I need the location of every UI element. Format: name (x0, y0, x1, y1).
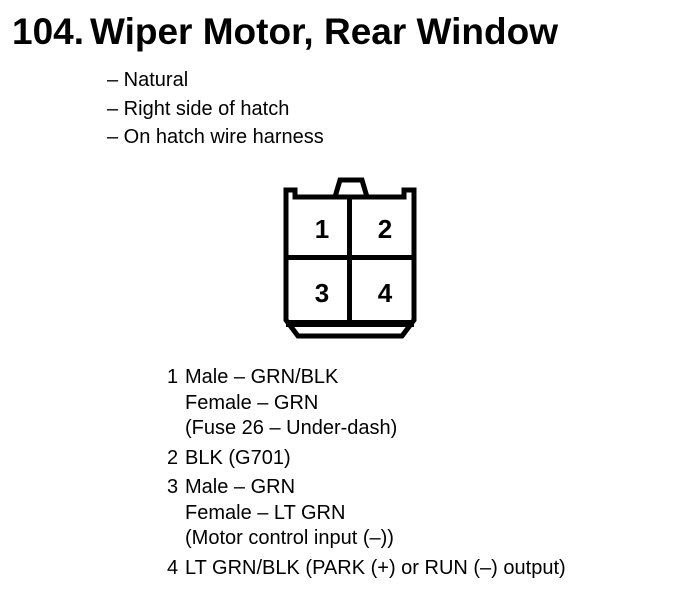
pin-lines: BLK (G701) (185, 446, 291, 472)
page-title: 104. Wiper Motor, Rear Window (12, 11, 559, 53)
pin-line: LT GRN/BLK (PARK (+) or RUN (–) output) (185, 556, 566, 579)
pin-lines: LT GRN/BLK (PARK (+) or RUN (–) output) (185, 556, 566, 582)
pin-item: 1 Male – GRN/BLK Female – GRN (Fuse 26 –… (167, 365, 566, 442)
pin-item: 4 LT GRN/BLK (PARK (+) or RUN (–) output… (167, 556, 566, 582)
pin-lines: Male – GRN/BLK Female – GRN (Fuse 26 – U… (185, 365, 397, 442)
pin-line: (Fuse 26 – Under-dash) (185, 417, 398, 439)
pin-legend: 1 Male – GRN/BLK Female – GRN (Fuse 26 –… (167, 365, 566, 585)
pin-line: Female – GRN (185, 391, 319, 414)
pin-number: 1 (167, 366, 179, 388)
pin-item: 3 Male – GRN Female – LT GRN (Motor cont… (167, 475, 566, 552)
pin-number: 4 (167, 556, 179, 579)
connector-pin-1-label: 1 (315, 214, 329, 244)
connector-pin-4-label: 4 (378, 278, 393, 308)
pin-lines: Male – GRN Female – LT GRN (Motor contro… (185, 475, 394, 552)
note-line: – On hatch wire harness (107, 126, 324, 148)
notes-list: – Natural – Right side of hatch – On hat… (107, 66, 324, 152)
pin-line: Male – GRN/BLK (185, 366, 339, 388)
connector-latch-tab (332, 177, 370, 198)
pin-line: (Motor control input (–)) (185, 527, 394, 549)
pin-item: 2 BLK (G701) (167, 446, 566, 472)
pin-line: Male – GRN (185, 476, 296, 498)
page-title-index: 104. (12, 11, 85, 52)
connector-pin-3-label: 3 (315, 278, 329, 308)
note-line: – Right side of hatch (107, 97, 290, 120)
connector-pin-2-label: 2 (378, 214, 392, 244)
pin-number: 2 (167, 446, 179, 469)
connector-svg: 1 2 3 4 (283, 177, 417, 339)
note-line: – Natural (107, 69, 189, 91)
pin-number: 3 (167, 476, 179, 498)
connector-diagram: 1 2 3 4 (278, 172, 422, 344)
pin-line: Female – LT GRN (185, 501, 346, 524)
pin-line: BLK (G701) (185, 446, 291, 469)
page-title-text: Wiper Motor, Rear Window (90, 11, 559, 52)
